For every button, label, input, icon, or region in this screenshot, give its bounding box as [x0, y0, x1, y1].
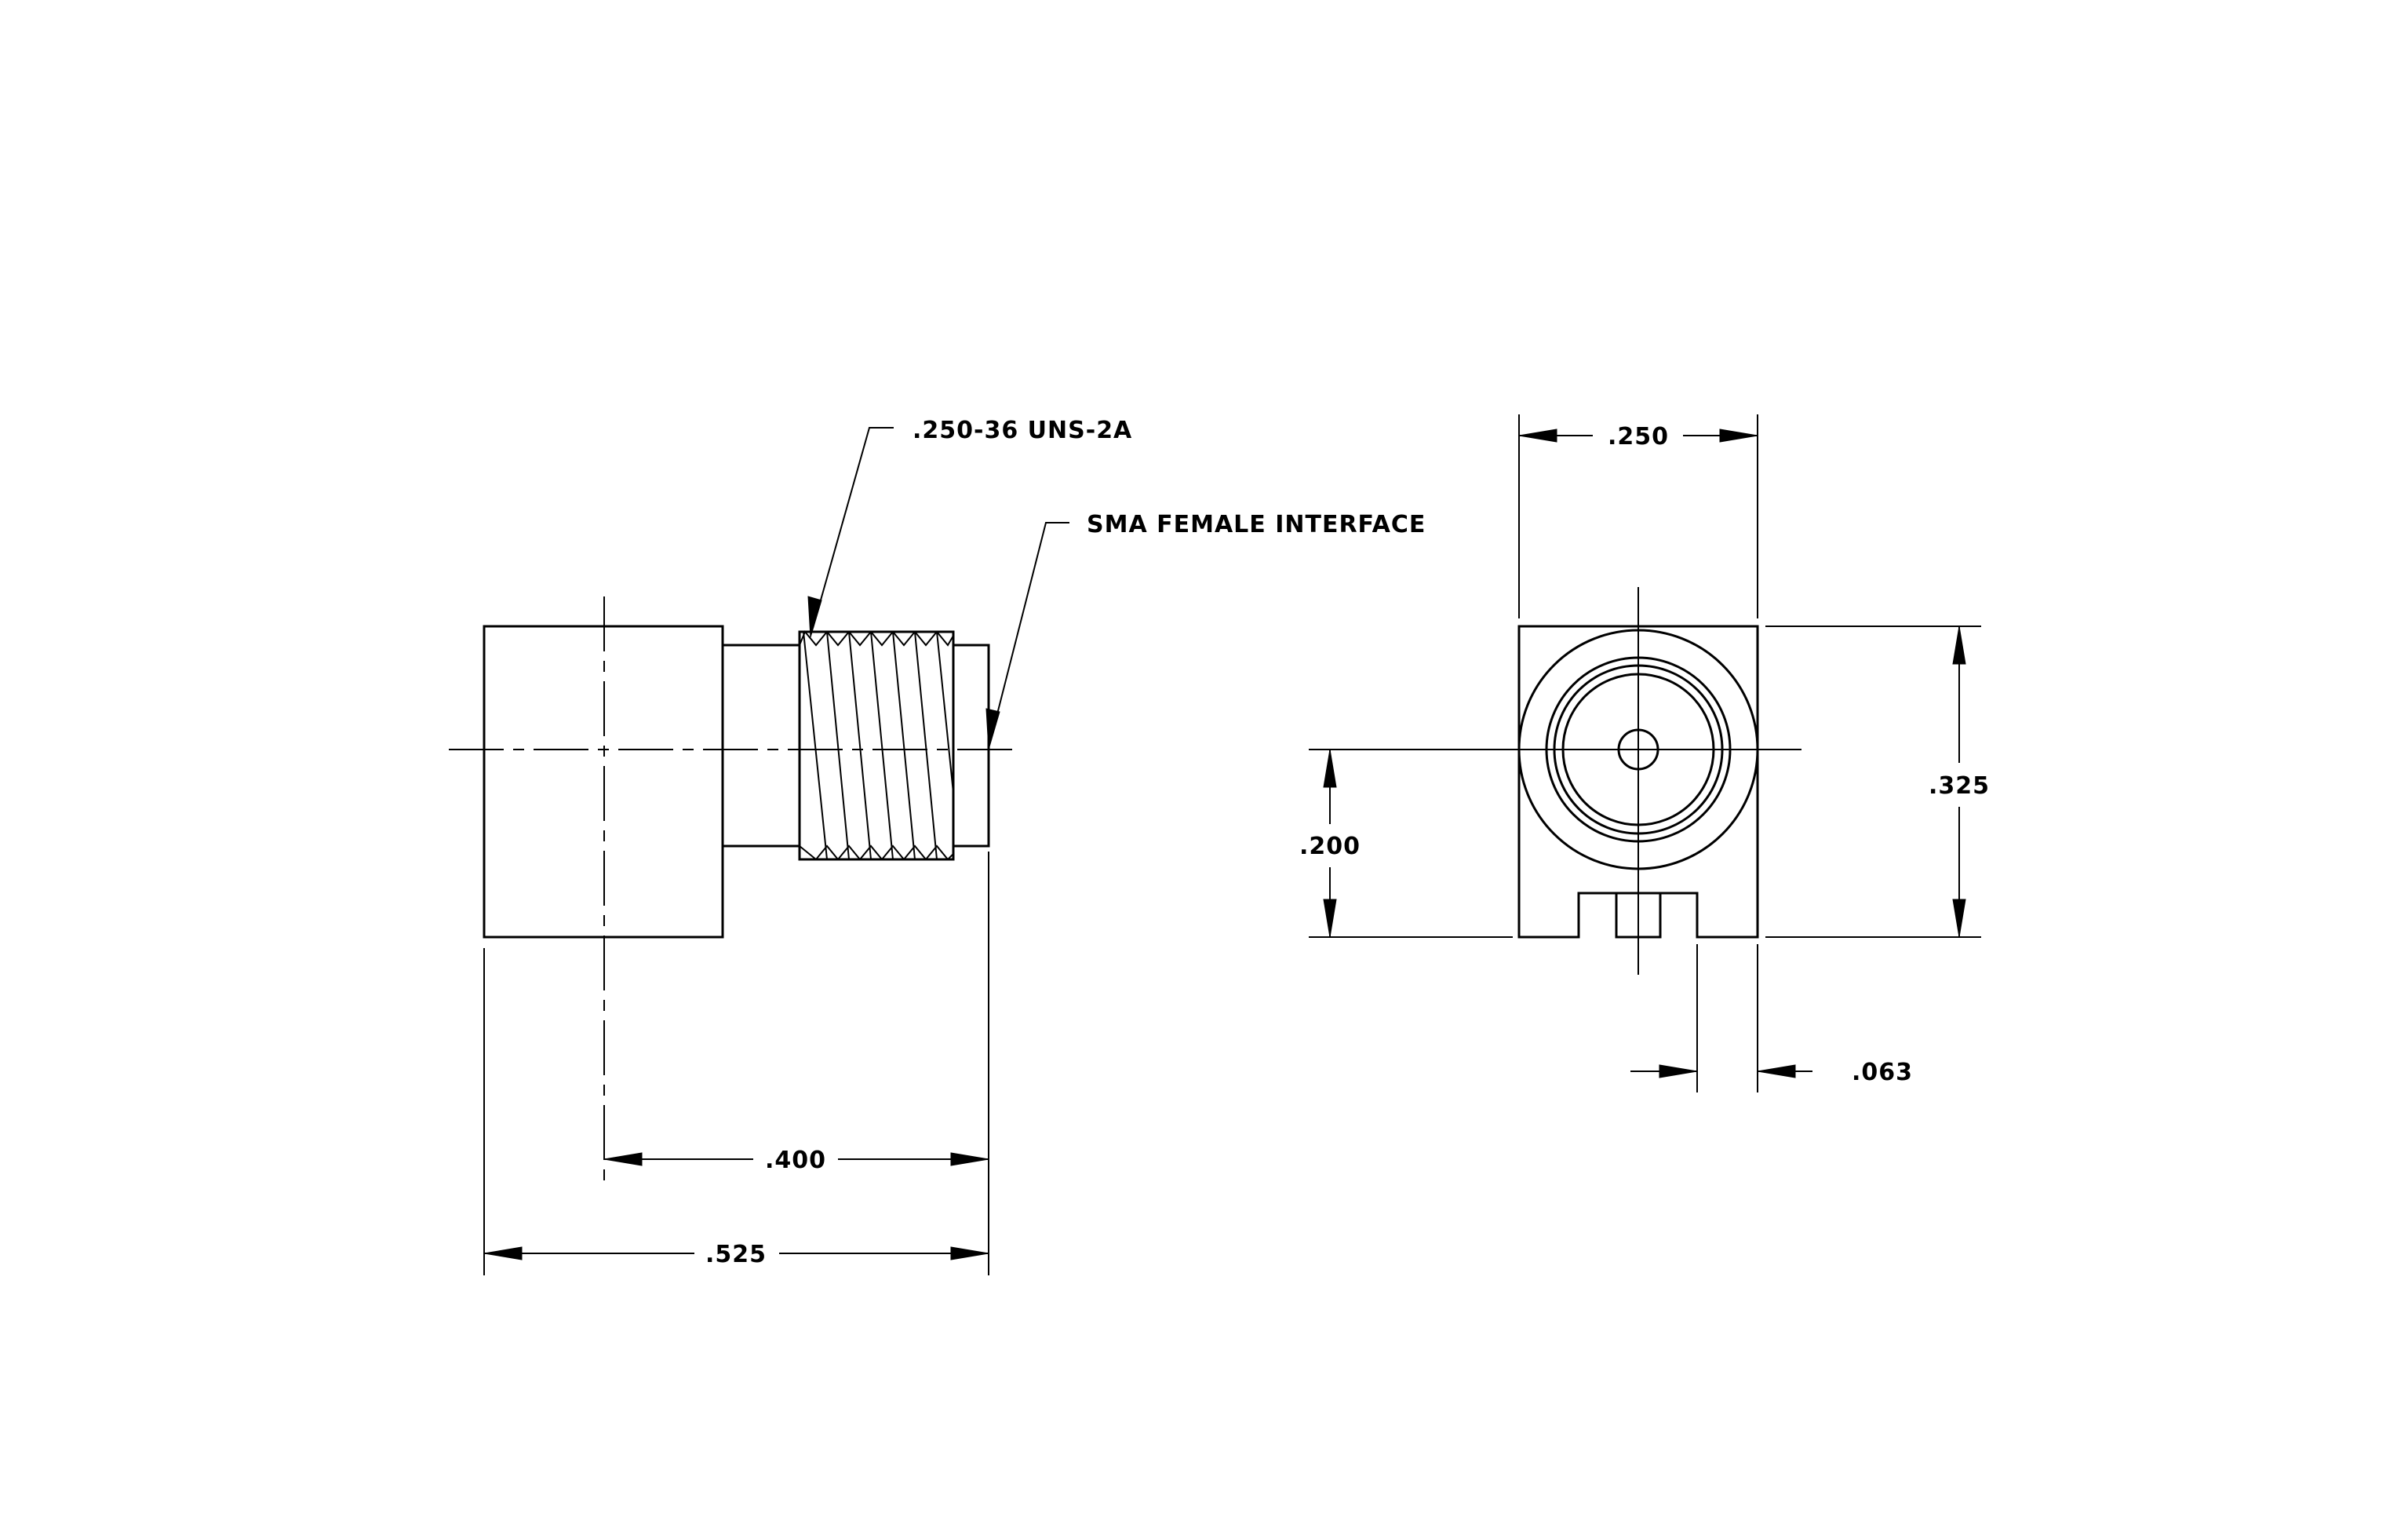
dim-250-arrow-right — [1720, 429, 1758, 442]
dim-063-arrow-left — [1659, 1065, 1697, 1078]
side-view-neck — [723, 645, 800, 846]
thread-callout-arrow — [808, 596, 821, 637]
dim-label-slot-offset: .063 — [1852, 1059, 1913, 1086]
dim-325-arrow-bottom — [1953, 899, 1965, 937]
thread-crest-bottom — [800, 846, 953, 859]
dim-063-arrow-right — [1758, 1065, 1795, 1078]
dim-label-height: .325 — [1929, 772, 1990, 800]
side-view: .400 .525 .250-36 UNS-2A SMA FEMALE INTE… — [449, 417, 1426, 1275]
front-view-body-outline — [1519, 626, 1758, 937]
dim-525-arrow-left — [484, 1247, 522, 1260]
dim-200-arrow-bottom — [1324, 899, 1336, 937]
dim-250-arrow-left — [1519, 429, 1557, 442]
interface-callout-leader — [990, 523, 1069, 742]
dim-325-arrow-top — [1953, 626, 1965, 664]
thread-lines — [803, 632, 953, 859]
dim-400-arrow-left — [604, 1153, 642, 1165]
dim-525-arrow-right — [951, 1247, 989, 1260]
dim-400-arrow-right — [951, 1153, 989, 1165]
thread-callout-leader — [813, 428, 894, 628]
front-view: .250 .325 .200 .063 — [1299, 414, 1990, 1092]
thread-callout-label: .250-36 UNS-2A — [913, 417, 1132, 444]
thread-crest-top — [800, 632, 953, 645]
interface-callout-label: SMA FEMALE INTERFACE — [1087, 511, 1426, 538]
side-view-interface-face — [953, 645, 989, 846]
interface-callout-arrow — [986, 709, 1000, 750]
side-view-threaded-section — [800, 632, 953, 859]
dim-label-center-to-face: .400 — [765, 1147, 826, 1174]
dim-label-overall-length: .525 — [705, 1241, 767, 1268]
dim-label-center-height: .200 — [1299, 833, 1361, 860]
dim-label-width: .250 — [1608, 423, 1669, 450]
dim-200-arrow-top — [1324, 750, 1336, 787]
